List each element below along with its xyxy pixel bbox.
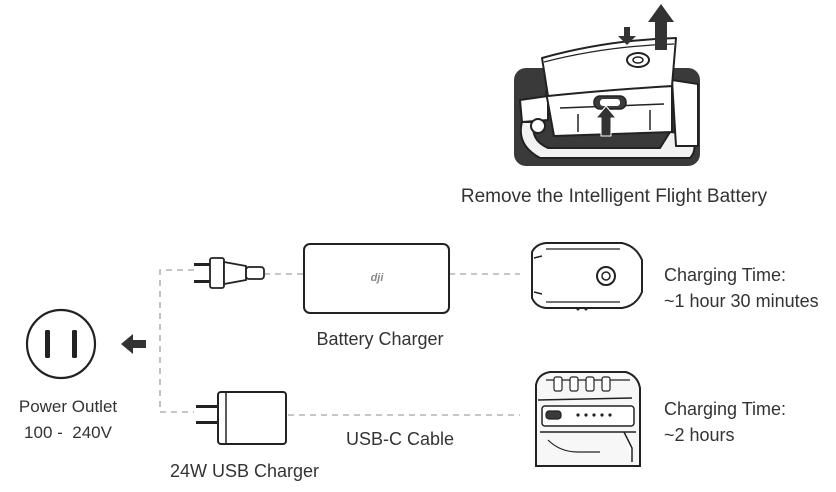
usb-charger-icon bbox=[196, 391, 287, 445]
usb-charger-label: 24W USB Charger bbox=[170, 461, 320, 481]
drone-battery-bay-icon bbox=[514, 4, 700, 166]
battery-charger-label: Battery Charger bbox=[316, 329, 444, 349]
charger-logo: dji bbox=[371, 272, 385, 284]
usb-charging-time-label: Charging Time: bbox=[664, 399, 787, 419]
usb-cable-label: USB-C Cable bbox=[345, 429, 455, 449]
left-arrow-icon bbox=[121, 334, 146, 354]
drone-usb-port-icon bbox=[535, 371, 641, 467]
battery-charging-time-label: Charging Time: bbox=[664, 265, 787, 285]
battery-charging-time-value: ~1 hour 30 minutes bbox=[664, 291, 819, 311]
plug-icon bbox=[194, 257, 265, 289]
battery-charger-icon: dji bbox=[303, 243, 450, 314]
flight-battery-icon bbox=[531, 242, 643, 311]
wall-outlet-icon bbox=[25, 308, 97, 380]
outlet-label: Power Outlet bbox=[18, 397, 118, 416]
connection-lines bbox=[159, 269, 520, 416]
removal-caption: Remove the Intelligent Flight Battery bbox=[460, 186, 768, 207]
outlet-voltage: 100 - 240V bbox=[24, 423, 112, 442]
usb-charging-time-value: ~2 hours bbox=[664, 425, 735, 445]
outlet-branch-line bbox=[159, 269, 194, 413]
